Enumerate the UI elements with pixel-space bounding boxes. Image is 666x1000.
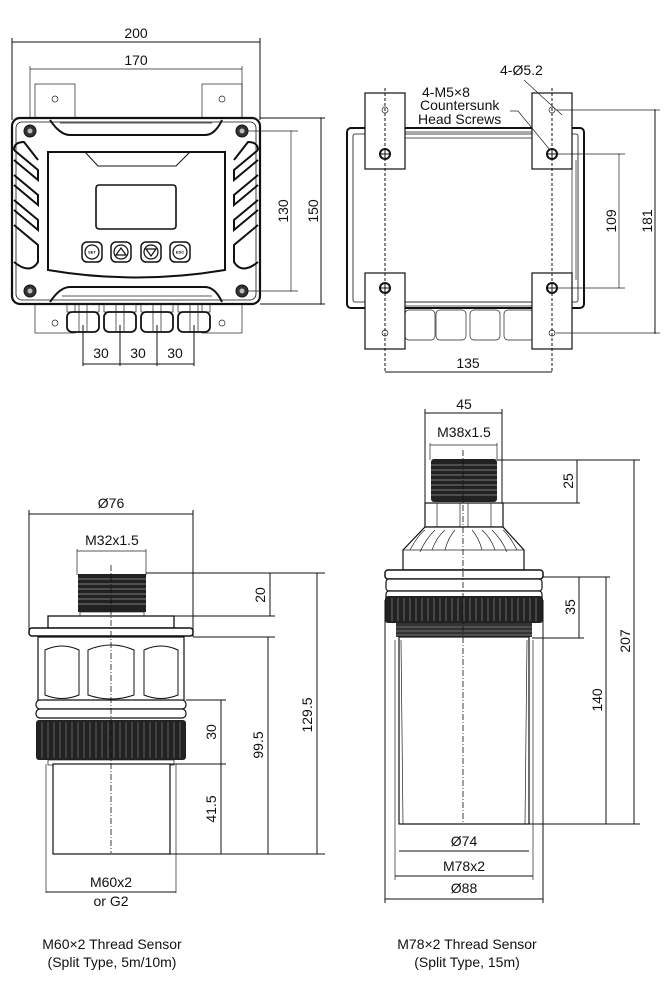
dim-overall-width: 200 — [124, 25, 148, 41]
dim-inner-height: 109 — [603, 209, 619, 233]
display-window — [95, 184, 177, 230]
dim-gland-pitch-3: 30 — [167, 345, 183, 361]
caption-line2: (Split Type, 5m/10m) — [48, 954, 177, 970]
dim-bracket-height: 181 — [639, 209, 655, 233]
dim-total-height: 207 — [617, 629, 633, 653]
hole-note: 4-Ø5.2 — [500, 62, 543, 78]
caption-line1: M78×2 Thread Sensor — [397, 936, 537, 952]
dim-thread-diameter: M78x2 — [443, 858, 485, 874]
dim-hole-spacing-width: 170 — [124, 52, 148, 68]
screw-icon — [23, 124, 249, 298]
dim-hole-spacing-width: 135 — [456, 355, 480, 371]
cable-glands — [66, 303, 211, 333]
svg-text:ESC: ESC — [176, 250, 184, 255]
dim-inner-diameter: Ø74 — [451, 833, 478, 849]
back-view: 4-Ø5.2 4-M5×8 Countersunk Head Screws 10… — [346, 62, 660, 373]
dim-overall-height: 150 — [305, 199, 321, 223]
dim-flange-diameter: Ø76 — [98, 495, 125, 511]
dim-hole-spacing-height: 130 — [275, 199, 291, 223]
dim-outer-diameter: Ø88 — [451, 880, 478, 896]
caption-line2: (Split Type, 15m) — [414, 954, 520, 970]
dim-gland-pitch-2: 30 — [130, 345, 146, 361]
dim-nut-height: 30 — [203, 724, 219, 740]
set-button[interactable]: SET — [81, 241, 103, 263]
dim-thread-length: 20 — [252, 587, 268, 603]
dim-bottom-thread-line1: M60x2 — [90, 874, 132, 890]
dim-body-height: 140 — [589, 688, 605, 712]
screw-note-line3: Head Screws — [418, 111, 501, 127]
dim-top-thread: M32x1.5 — [85, 532, 139, 548]
dim-bottom-thread-line2: or G2 — [93, 893, 128, 909]
svg-text:SET: SET — [88, 250, 96, 255]
sensor-small: Ø76 M32x1.5 — [28, 495, 325, 970]
dim-top-width: 45 — [456, 396, 472, 412]
dim-body-height: 99.5 — [250, 731, 266, 758]
esc-button[interactable]: ESC — [169, 241, 191, 263]
front-view: 200 170 — [10, 25, 325, 366]
sensor-large: 45 M38x1.5 — [384, 396, 640, 970]
screw-note-line2: Countersunk — [420, 97, 500, 113]
down-arrow-icon — [144, 248, 158, 258]
caption-line1: M60×2 Thread Sensor — [42, 936, 182, 952]
dim-thread-length: 25 — [560, 473, 576, 489]
screw-note-line1: 4-M5×8 — [422, 84, 470, 100]
down-arrow-button[interactable] — [140, 241, 162, 263]
dim-nut-height: 35 — [562, 599, 578, 615]
up-arrow-icon — [114, 246, 128, 256]
dim-total-height: 129.5 — [299, 697, 315, 732]
up-arrow-button[interactable] — [110, 241, 132, 263]
dim-tube-height: 41.5 — [203, 795, 219, 822]
dim-top-thread: M38x1.5 — [437, 424, 491, 440]
dim-gland-pitch-1: 30 — [93, 345, 109, 361]
